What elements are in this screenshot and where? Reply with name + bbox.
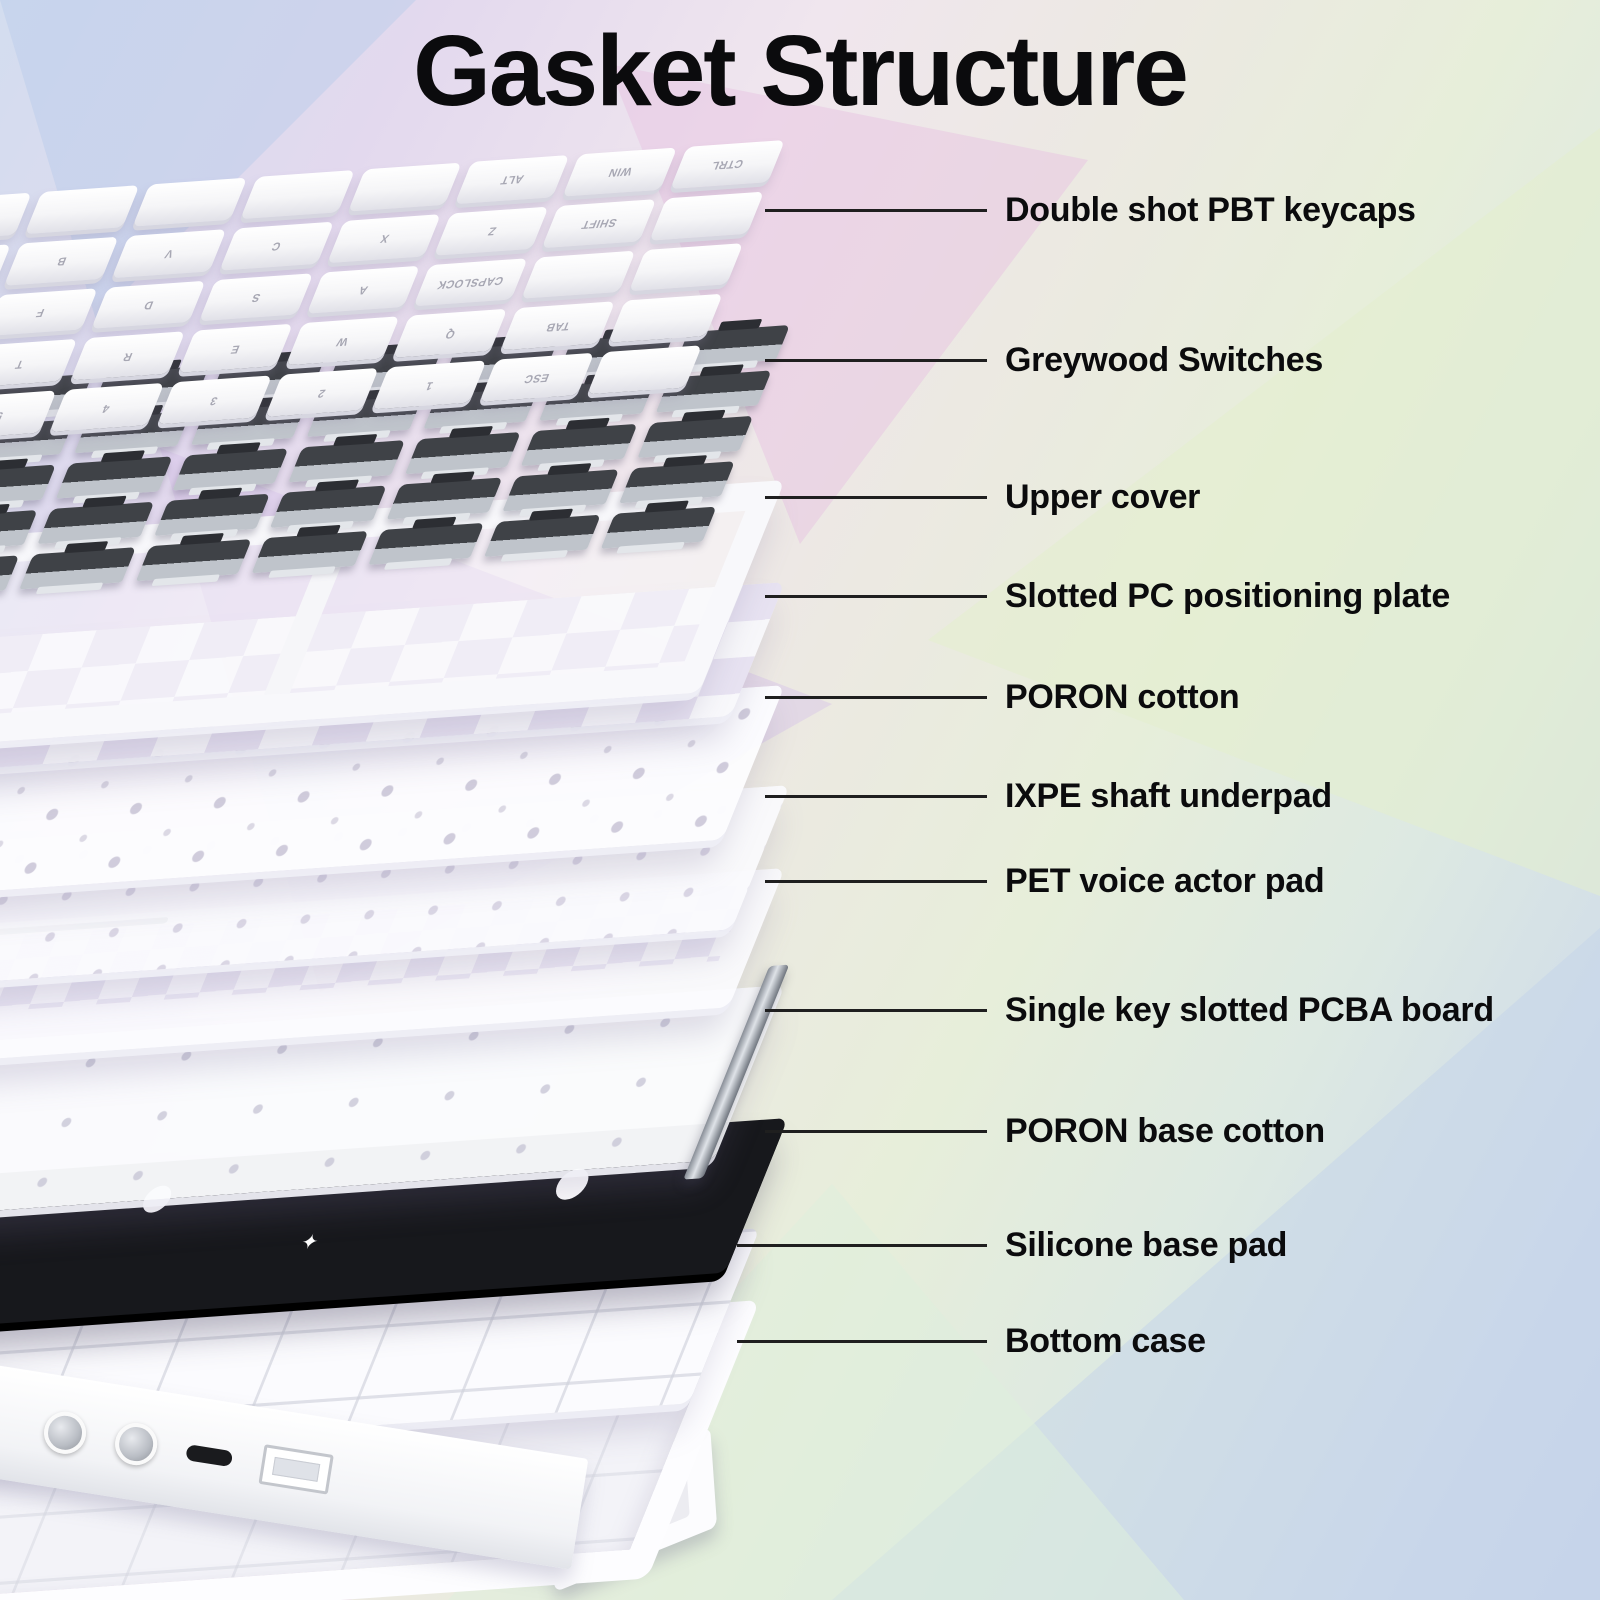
- leader-line: [765, 879, 987, 883]
- keycap: Q: [392, 309, 508, 359]
- callout-poron-base-cotton: PORON base cotton: [765, 1106, 1325, 1156]
- switch: [288, 440, 405, 483]
- keycap: ESC: [479, 353, 595, 402]
- leader-line: [765, 208, 987, 212]
- leader-line: [765, 358, 987, 362]
- keycap: F: [0, 287, 98, 337]
- foam-star-mark: ✦: [296, 1230, 323, 1255]
- keycap: [0, 192, 32, 242]
- keycap: X: [326, 213, 442, 263]
- keycap: 3: [156, 375, 272, 425]
- callout-ixpe-underpad: IXPE shaft underpad: [765, 771, 1332, 821]
- keycap: [24, 185, 140, 235]
- keycap: E: [177, 324, 293, 374]
- callout-positioning-plate: Slotted PC positioning plate: [765, 571, 1450, 621]
- callout-pcba-board: Single key slotted PCBA board: [765, 985, 1494, 1035]
- usb-c-port-icon: [185, 1444, 234, 1468]
- keycap: R: [70, 331, 185, 381]
- callout-pet-pad: PET voice actor pad: [765, 856, 1325, 906]
- foam-hole: [551, 1167, 594, 1201]
- callout-upper-cover: Upper cover: [765, 472, 1200, 522]
- switch: [56, 456, 173, 499]
- keycap: [132, 177, 248, 227]
- switch: [172, 448, 289, 491]
- switch: [0, 509, 38, 553]
- keycap: [628, 242, 744, 292]
- keycap: TAB: [500, 301, 616, 351]
- switch: [270, 485, 387, 528]
- keycap: C: [219, 221, 334, 271]
- keycap: Z: [434, 206, 550, 256]
- keycap: [239, 170, 355, 220]
- keycap: D: [90, 280, 206, 330]
- keycap: 1: [372, 360, 487, 410]
- callout-poron-cotton: PORON cotton: [765, 672, 1240, 722]
- keycap: W: [285, 316, 400, 366]
- keycap: [587, 345, 702, 395]
- keycap: B: [4, 236, 119, 286]
- switch: [404, 432, 521, 475]
- leader-line: [765, 495, 987, 499]
- keycap: CAPSLOCK: [413, 257, 529, 307]
- keycap: A: [306, 265, 421, 315]
- callout-bottom-case: Bottom case: [737, 1316, 1206, 1366]
- keycap: S: [198, 272, 314, 322]
- keycap: T: [0, 339, 78, 389]
- switch: [618, 461, 735, 504]
- keycap: WIN: [562, 147, 678, 197]
- callout-keycaps: Double shot PBT keycaps: [765, 185, 1416, 235]
- usb-a-port-icon: [258, 1444, 334, 1495]
- page-title: Gasket Structure: [413, 15, 1189, 127]
- keycap: [347, 162, 463, 212]
- leader-line: [765, 594, 987, 598]
- keycap: [608, 294, 723, 344]
- leader-line: [765, 794, 987, 798]
- keycap: [521, 250, 636, 300]
- leader-line: [737, 1339, 987, 1343]
- switch: [520, 423, 638, 467]
- switch: [502, 469, 619, 512]
- keycap: 2: [264, 368, 380, 417]
- switch: [636, 415, 754, 459]
- keycap: ALT: [455, 155, 570, 204]
- keycap: N: [0, 244, 12, 293]
- keycap: 4: [49, 383, 164, 433]
- keycap: V: [111, 228, 227, 278]
- leader-line: [765, 695, 987, 699]
- leader-line: [765, 1129, 987, 1133]
- callout-silicone-base-pad: Silicone base pad: [737, 1220, 1287, 1270]
- keycap: CTRL: [670, 140, 785, 189]
- switch: [386, 477, 503, 520]
- toggle-knob-icon: [112, 1420, 161, 1469]
- switch: [153, 493, 271, 536]
- callout-switches: Greywood Switches: [765, 335, 1323, 385]
- leader-line: [765, 1008, 987, 1012]
- keycap: [649, 191, 765, 241]
- switch: [0, 464, 57, 507]
- switch: [37, 501, 155, 545]
- leader-line: [737, 1243, 987, 1247]
- toggle-knob-icon: [40, 1408, 90, 1457]
- keycap: SHIFT: [542, 198, 657, 248]
